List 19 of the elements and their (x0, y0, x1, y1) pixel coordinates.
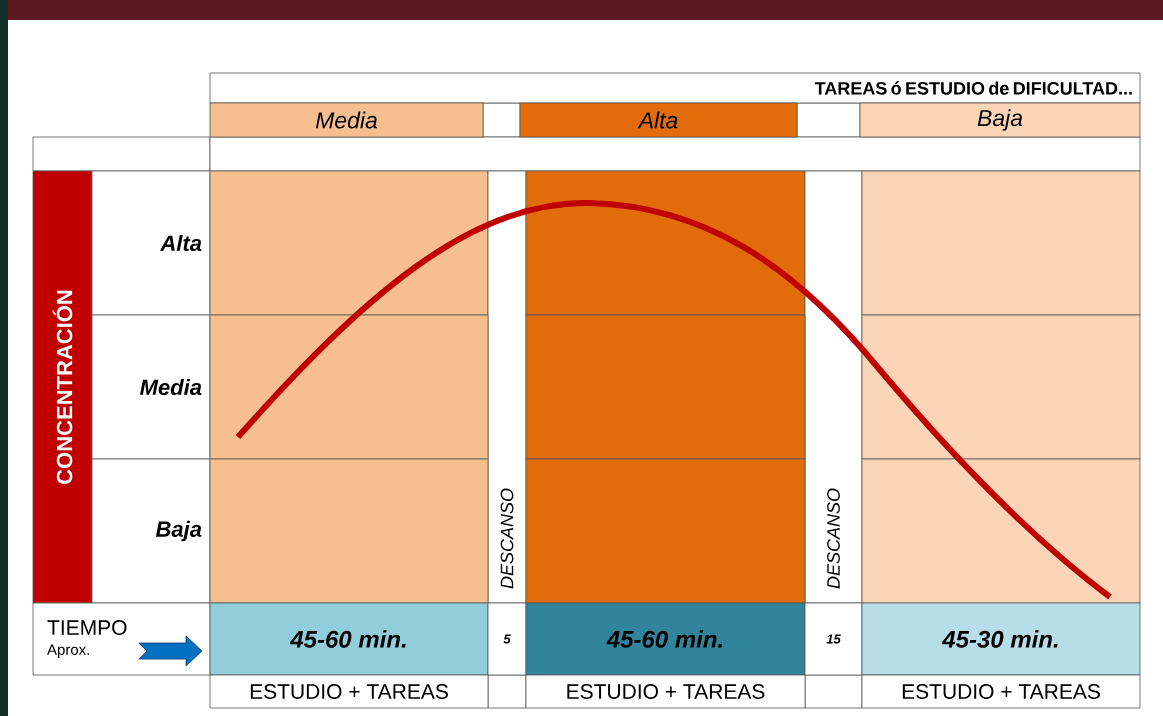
grid-cell (209, 314, 489, 460)
grid-cell (861, 170, 1141, 316)
grid-cell (525, 170, 806, 316)
time-cell: 45-60 min. (209, 602, 489, 676)
column-header: Alta (519, 102, 798, 138)
grid-cell (861, 458, 1141, 604)
grid-cell (861, 314, 1141, 460)
row-label-cell: Baja (91, 458, 211, 604)
column-header: Baja (859, 102, 1141, 138)
time-cell: 45-30 min. (861, 602, 1141, 676)
column-header: Media (209, 102, 484, 138)
grid-cell (525, 314, 806, 460)
time-label-cell: TIEMPO Aprox. (32, 602, 211, 676)
grid-cell (209, 458, 489, 604)
grid-cell (525, 458, 806, 604)
time-cell: 45-60 min. (525, 602, 806, 676)
grid-cell (209, 170, 489, 316)
axis-bar: CONCENTRACIÓN (32, 170, 93, 604)
row-label-cell: Media (91, 314, 211, 460)
